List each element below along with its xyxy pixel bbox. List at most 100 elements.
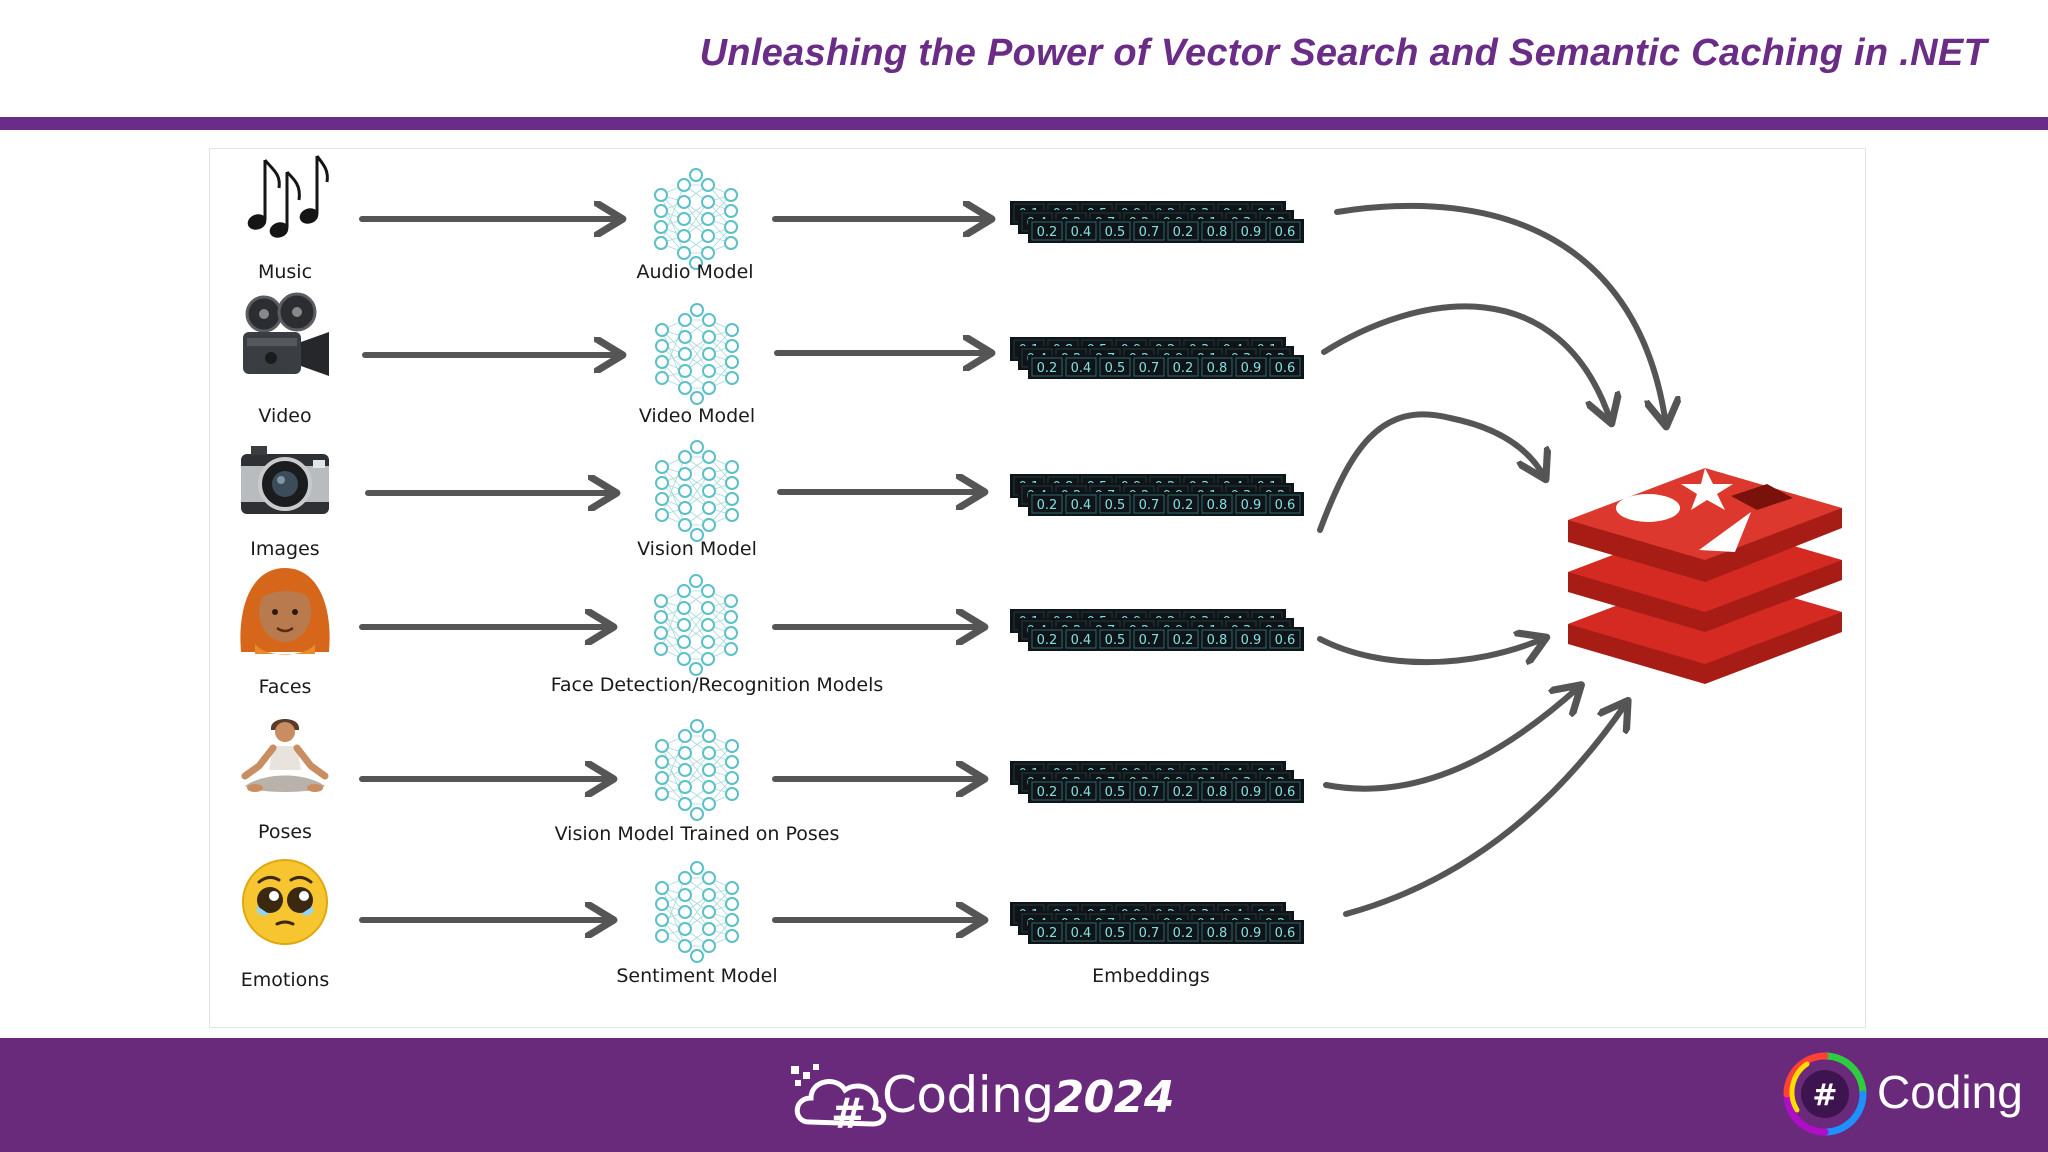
embedding-value: 0.2 <box>1037 225 1058 240</box>
embedding-value: 0.6 <box>1275 498 1296 513</box>
model-label-vision: Vision Model <box>637 538 757 560</box>
embedding-value: 0.8 <box>1207 361 1228 376</box>
embedding-cell <box>1167 629 1199 649</box>
embedding-value: 0.2 <box>1173 361 1194 376</box>
embedding-value: 0.8 <box>1207 785 1228 800</box>
embedding-cell <box>1201 221 1233 241</box>
slide-title: Unleashing the Power of Vector Search an… <box>699 32 1987 74</box>
header-divider <box>0 117 2048 130</box>
embedding-cell <box>1269 629 1301 649</box>
embedding-cell <box>1065 494 1097 514</box>
embedding-stack: 0.10.80.50.90.20.30.40.10.40.20.70.20.90… <box>1010 761 1304 803</box>
embedding-cell <box>1201 781 1233 801</box>
embedding-value: 0.8 <box>1207 926 1228 941</box>
embedding-cell <box>1065 629 1097 649</box>
embedding-value: 0.2 <box>1037 926 1058 941</box>
embedding-value: 0.4 <box>1071 926 1092 941</box>
embedding-value: 0.4 <box>1071 498 1092 513</box>
embedding-value: 0.4 <box>1071 785 1092 800</box>
embedding-value: 0.6 <box>1275 361 1296 376</box>
footer-bar <box>0 1038 2048 1152</box>
embedding-cell <box>1099 494 1131 514</box>
embedding-cell <box>1031 922 1063 942</box>
embedding-to-store-arrows <box>1317 202 1666 917</box>
embedding-value: 0.7 <box>1139 498 1160 513</box>
embedding-value: 0.8 <box>1207 498 1228 513</box>
embedding-cell <box>1269 781 1301 801</box>
embedding-cell <box>1031 629 1063 649</box>
embedding-cell <box>1167 781 1199 801</box>
embedding-value: 0.6 <box>1275 785 1296 800</box>
embedding-cell <box>1099 781 1131 801</box>
embedding-cell <box>1031 221 1063 241</box>
embedding-value: 0.7 <box>1139 926 1160 941</box>
audio-model-network-icon <box>654 168 738 270</box>
embedding-cell <box>1235 922 1267 942</box>
embedding-value: 0.9 <box>1241 633 1262 648</box>
embedding-cell <box>1133 781 1165 801</box>
embedding-value: 0.5 <box>1105 633 1126 648</box>
embedding-value: 0.4 <box>1071 361 1092 376</box>
embedding-cell <box>1065 922 1097 942</box>
embedding-value: 0.6 <box>1275 926 1296 941</box>
cloud-hash-logo-icon: # <box>791 1064 887 1134</box>
embedding-value: 0.9 <box>1241 361 1262 376</box>
embedding-stack: 0.10.80.50.90.20.30.40.10.40.20.70.20.90… <box>1010 337 1304 379</box>
input-label-faces: Faces <box>258 676 312 698</box>
embedding-cell <box>1133 221 1165 241</box>
model-to-embedding-arrows <box>772 219 990 920</box>
embedding-cell <box>1269 221 1301 241</box>
embedding-cell <box>1201 357 1233 377</box>
pleading-face-icon <box>242 859 328 945</box>
embedding-value: 0.9 <box>1241 785 1262 800</box>
video-model-network-icon <box>655 303 739 405</box>
embedding-value: 0.9 <box>1241 225 1262 240</box>
embedding-value: 0.2 <box>1037 633 1058 648</box>
embedding-cell <box>1031 781 1063 801</box>
embedding-value: 0.7 <box>1139 361 1160 376</box>
embedding-value: 0.7 <box>1139 785 1160 800</box>
embedding-stack: 0.10.80.50.90.20.30.40.10.40.20.70.20.90… <box>1010 474 1304 516</box>
embedding-value: 0.7 <box>1139 225 1160 240</box>
embedding-cell <box>1133 629 1165 649</box>
embedding-value: 0.2 <box>1173 926 1194 941</box>
embedding-value: 0.5 <box>1105 225 1126 240</box>
embedding-cell <box>1133 922 1165 942</box>
embedding-cell <box>1065 221 1097 241</box>
embedding-value: 0.2 <box>1037 785 1058 800</box>
embedding-cell <box>1031 357 1063 377</box>
embedding-cell <box>1099 922 1131 942</box>
embedding-cell <box>1167 357 1199 377</box>
embedding-stack: 0.10.80.50.90.20.30.40.10.40.20.70.20.90… <box>1010 902 1304 944</box>
embedding-cell <box>1235 221 1267 241</box>
embedding-cell <box>1201 629 1233 649</box>
embedding-cell <box>1235 781 1267 801</box>
input-label-images: Images <box>250 538 320 560</box>
model-label-sentiment: Sentiment Model <box>616 965 778 987</box>
input-to-model-arrows <box>359 219 621 920</box>
input-label-poses: Poses <box>258 821 312 843</box>
embedding-value: 0.8 <box>1207 633 1228 648</box>
embedding-cell <box>1031 494 1063 514</box>
model-label-audio: Audio Model <box>636 261 754 283</box>
embedding-cell <box>1065 357 1097 377</box>
embedding-value: 0.6 <box>1275 225 1296 240</box>
embeddings-label: Embeddings <box>1092 965 1210 987</box>
sentiment-model-network-icon <box>655 861 739 963</box>
embedding-cell <box>1201 494 1233 514</box>
pose-model-network-icon <box>655 719 739 821</box>
lotus-pose-icon <box>241 719 329 792</box>
redis-icon <box>1568 468 1842 684</box>
embedding-value: 0.2 <box>1173 225 1194 240</box>
embedding-cell <box>1099 357 1131 377</box>
embedding-value: 0.5 <box>1105 926 1126 941</box>
event-logo-text: Coding2024 <box>882 1066 1175 1124</box>
brand-symbol: # <box>1812 1078 1837 1113</box>
embedding-cell <box>1167 494 1199 514</box>
input-label-music: Music <box>257 261 313 283</box>
camera-icon <box>241 446 329 514</box>
embedding-cell <box>1167 922 1199 942</box>
brand-ring-icon: # <box>1783 1052 1867 1136</box>
embedding-cell <box>1235 629 1267 649</box>
embedding-value: 0.2 <box>1037 498 1058 513</box>
